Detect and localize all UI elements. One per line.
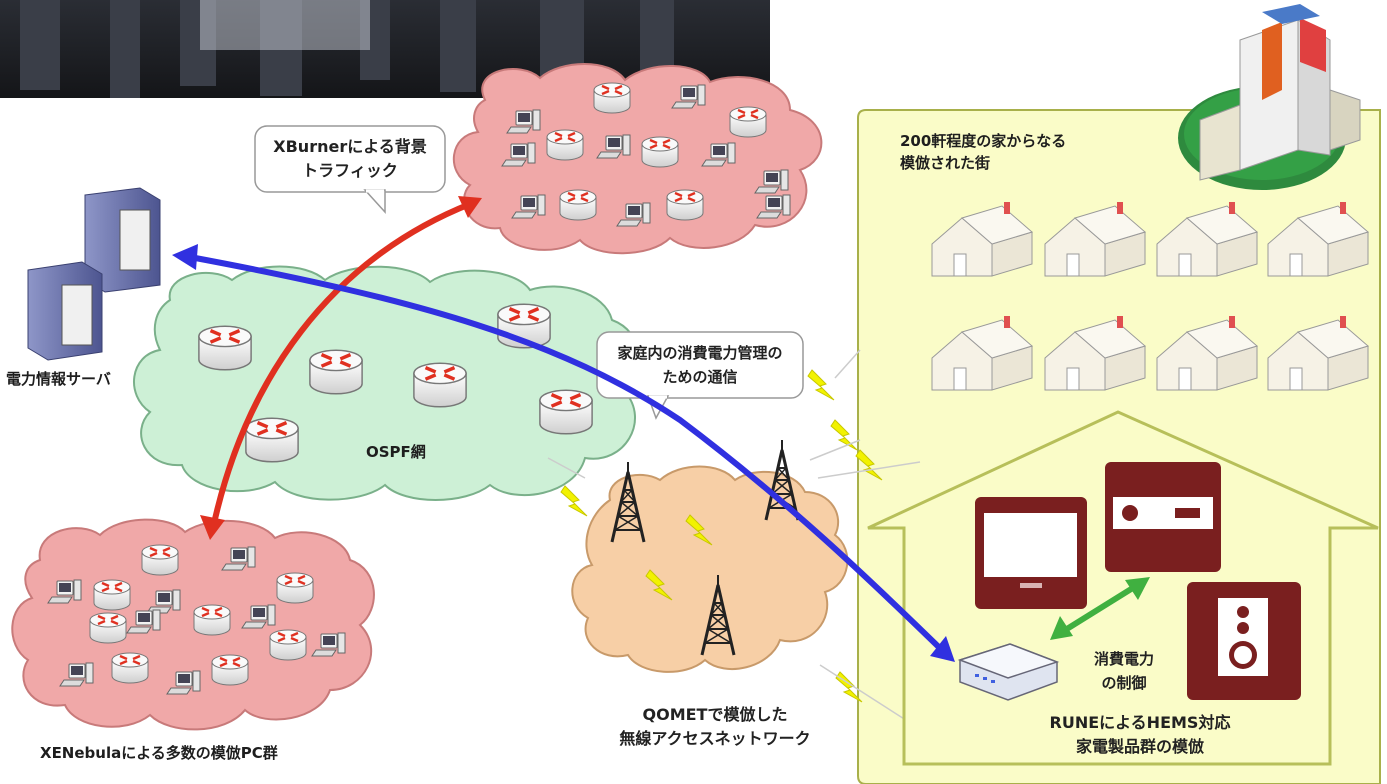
xenebula-cloud: [11, 518, 375, 731]
consumption-label: 消費電力 の制御: [1093, 650, 1154, 692]
home-gateway-icon: [957, 643, 1060, 701]
green-control-arrow: [1060, 583, 1138, 635]
appliance-icons: [975, 462, 1301, 700]
blue-arrowhead-left: [172, 244, 198, 270]
red-arrowhead-bottom: [200, 515, 225, 540]
blue-communication-arrow: [189, 254, 949, 657]
qomet-label: QOMETで模倣した 無線アクセスネットワーク: [619, 705, 811, 748]
xburner-label: XBurnerによる背景 トラフィック: [273, 137, 427, 180]
server-label: 電力情報サーバ: [6, 370, 111, 388]
xburner-callout: [254, 125, 446, 214]
green-arrowhead-left: [1050, 616, 1073, 640]
blue-arrowhead-right: [930, 636, 955, 662]
xenebula-label: XENebulaによる多数の模倣PC群: [40, 744, 278, 762]
red-arrowhead-top: [458, 196, 482, 218]
green-arrowhead-right: [1125, 577, 1150, 600]
city-icon: [1178, 4, 1361, 190]
home-power-label: 家庭内の消費電力管理の ための通信: [617, 344, 783, 386]
server-icon: [27, 187, 161, 361]
wireless-cloud: [571, 465, 849, 673]
red-traffic-arrow: [210, 201, 472, 529]
town-label: 200軒程度の家からなる 模倣された街: [900, 132, 1067, 172]
ospf-label: OSPF網: [366, 443, 426, 461]
rune-label: RUNEによるHEMS対応 家電製品群の模倣: [1049, 713, 1231, 756]
